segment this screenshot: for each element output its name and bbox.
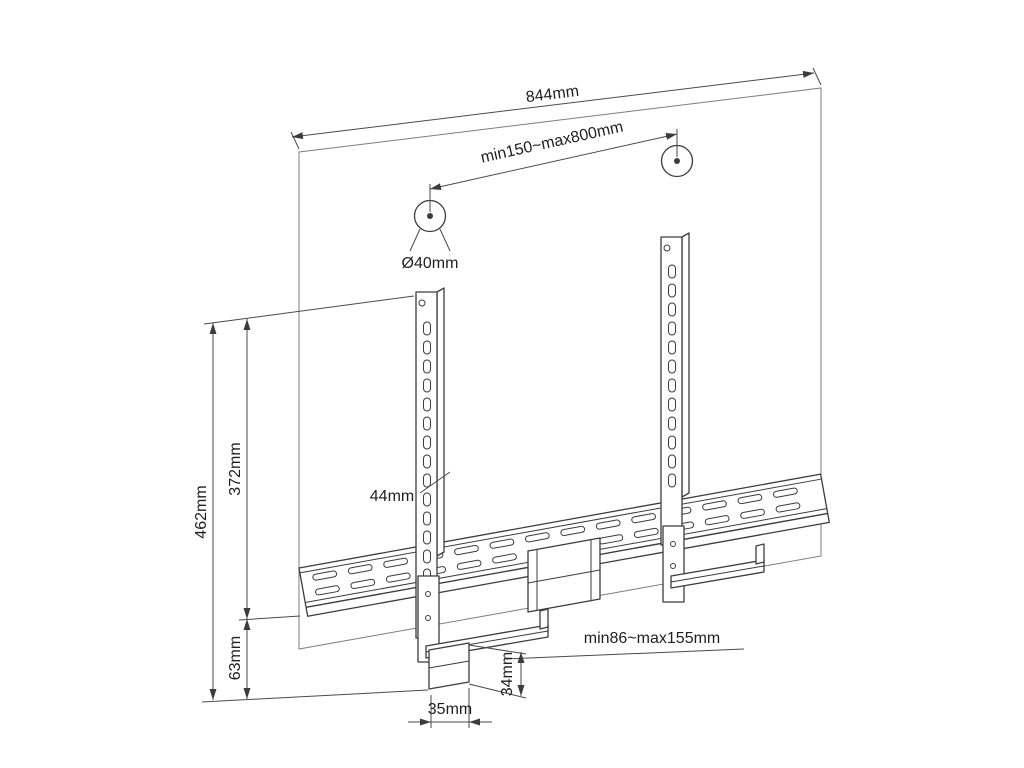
dimension-rail-height: 63mm [227, 619, 251, 699]
arm-top-hole [663, 244, 671, 252]
dimension-label-35: 35mm [428, 701, 472, 718]
dimension-label-844: 844mm [525, 83, 580, 106]
bottom-clip [428, 642, 470, 690]
center-clamp [527, 537, 601, 613]
dimension-label-diameter: Ø40mm [402, 255, 459, 272]
foot-bracket-right [662, 525, 765, 603]
dimension-anchor-span: min150~max800mm [429, 119, 678, 212]
dimension-arm-width: 44mm [370, 471, 451, 505]
foot-lip-right [755, 543, 765, 565]
dimension-clip-depth: 34mm [468, 644, 527, 699]
dimension-label-34: 34mm [499, 652, 516, 696]
dimension-arm-height: 372mm [227, 319, 251, 619]
dimension-total-width: 844mm [290, 67, 822, 150]
vesa-arm-right [660, 232, 690, 546]
foot-lip-left [539, 608, 549, 630]
dimension-total-height: 462mm [193, 323, 217, 700]
arm-top-hole [418, 299, 426, 307]
dimension-label-63: 63mm [227, 636, 244, 680]
dimension-label-462: 462mm [193, 485, 210, 538]
dimension-clip-width: 35mm [408, 688, 492, 728]
dimension-label-372: 372mm [227, 442, 244, 495]
dimension-clamp-range: min86~max155mm [505, 630, 745, 660]
dimension-label-44: 44mm [370, 488, 414, 505]
dimension-anchor-diameter: Ø40mm [402, 228, 459, 272]
vesa-arm-left [415, 287, 445, 639]
dimension-label-anchor-span: min150~max800mm [479, 119, 625, 167]
wall-anchor-left [413, 199, 447, 233]
foot-bracket-left [417, 575, 549, 690]
dimension-label-clamp-range: min86~max155mm [584, 630, 721, 647]
